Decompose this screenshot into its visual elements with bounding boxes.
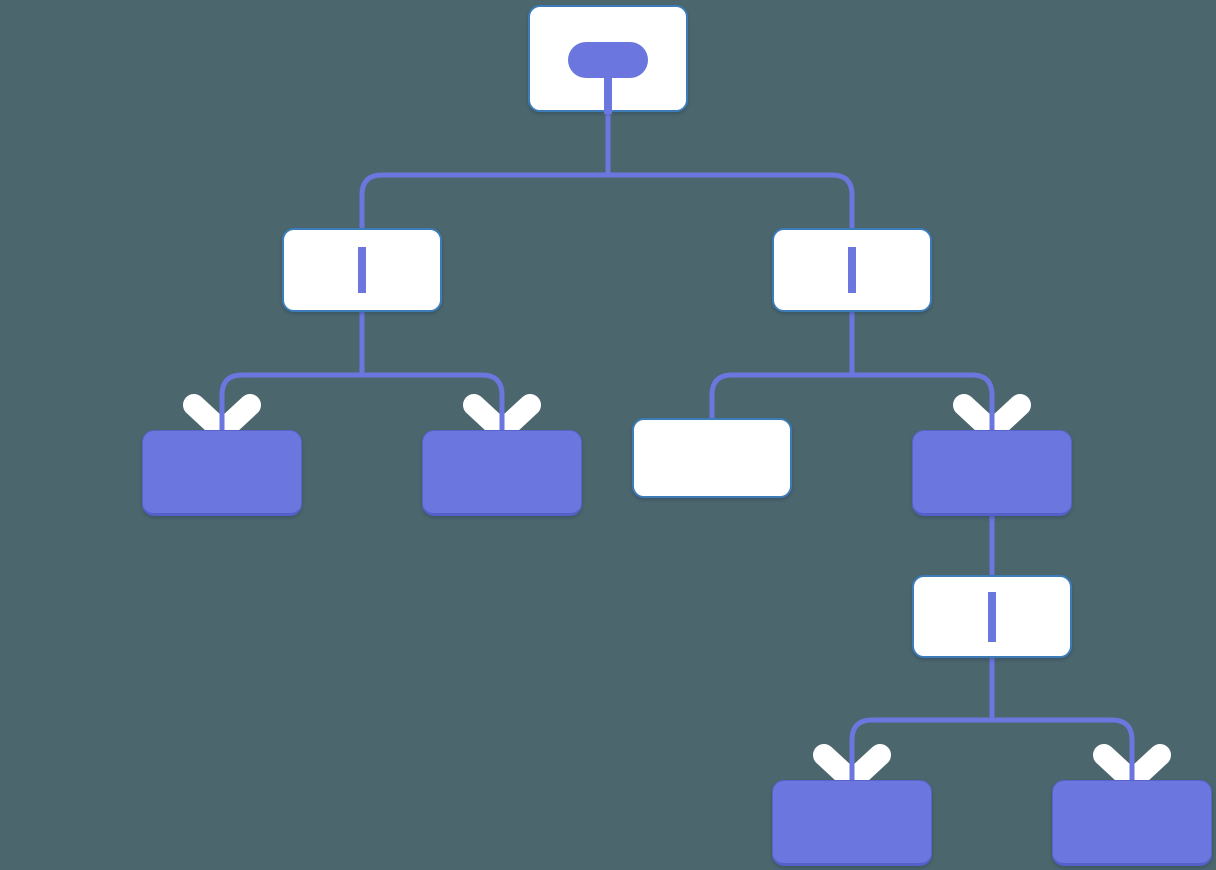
node-l3b[interactable] [422,430,582,516]
connector-e-root-l2a [359,112,611,230]
connector-e-root-l2b [605,112,855,230]
arrowhead-icon [813,744,891,792]
node-l3a[interactable] [142,430,302,516]
caret-shape [358,247,366,293]
node-l3d[interactable] [912,430,1072,516]
arrowhead-icon [183,394,261,442]
node-l3c[interactable] [632,418,792,498]
caret-shape [604,72,612,114]
arrowhead-icon [463,394,541,442]
caret-shape [988,592,996,642]
node-l5b[interactable] [1052,780,1212,866]
caret-shape [848,247,856,293]
connector-e-l2b-l3c [709,312,855,420]
node-l5a[interactable] [772,780,932,866]
arrowhead-icon [953,394,1031,442]
arrowhead-icon [1093,744,1171,792]
